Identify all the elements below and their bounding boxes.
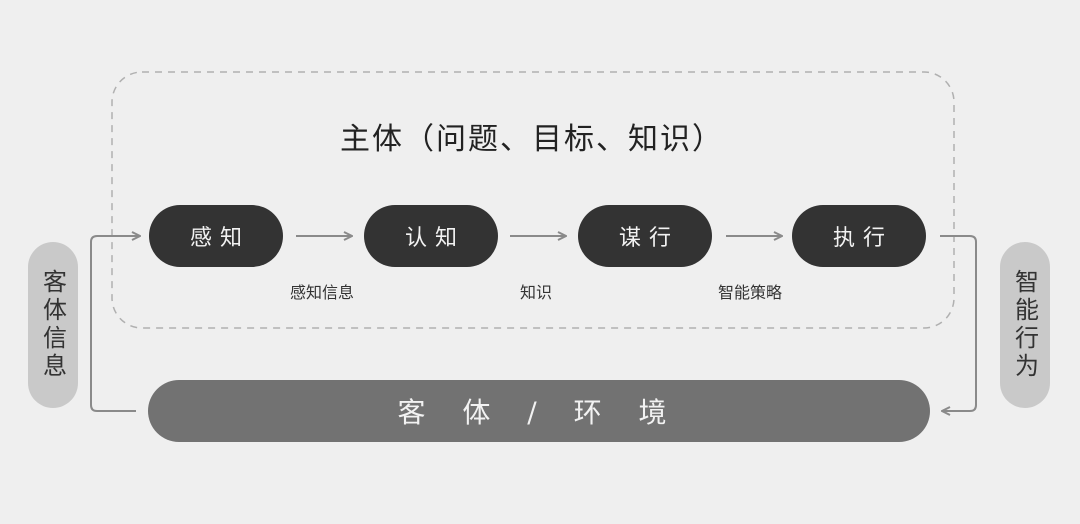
node-execution: 执行: [792, 205, 926, 267]
object-info-label: 客体信息: [28, 242, 78, 408]
node-cognition: 认知: [364, 205, 498, 267]
edge-label-intelligent-strategy: 智能策略: [717, 283, 782, 302]
edge-label-knowledge: 知识: [519, 283, 552, 302]
arrow-execution-to-environment: [940, 235, 977, 411]
node-planning: 谋行: [578, 205, 712, 267]
node-perception: 感知: [149, 205, 283, 267]
intelligent-behavior-label: 智能行为: [1000, 242, 1050, 408]
arrow-environment-to-perception: [90, 236, 140, 412]
object-environment-bar: 客 体 / 环 境: [148, 380, 930, 442]
subject-title: 主体（问题、目标、知识）: [340, 122, 724, 157]
subject-boundary: [111, 71, 955, 329]
edge-label-perception-info: 感知信息: [289, 283, 354, 302]
